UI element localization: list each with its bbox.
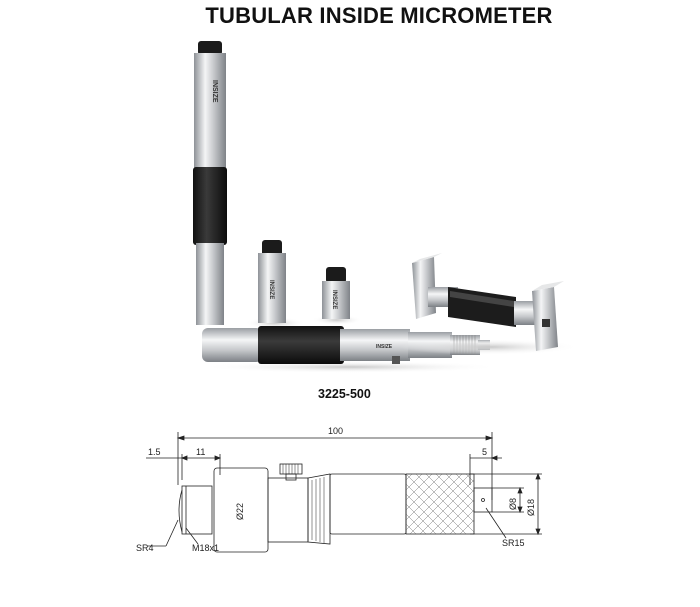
svg-text:INSIZE: INSIZE	[268, 280, 274, 299]
extension-rod-long: INSIZE	[193, 41, 227, 325]
dim-thimble-diameter: Ø18	[526, 499, 536, 516]
dim-overall-length: 100	[328, 426, 343, 436]
dim-left-radius: SR4	[136, 543, 154, 553]
dim-tip-diameter: Ø8	[508, 498, 518, 510]
product-photo: INSIZE INSIZE INSIZE INSIZE	[193, 41, 580, 373]
extension-rod-short: INSIZE	[312, 267, 362, 325]
model-number: 3225-500	[318, 387, 371, 401]
dim-head-length: 11	[196, 447, 205, 457]
dim-thread: M18x1	[192, 543, 219, 553]
page-title: TUBULAR INSIDE MICROMETER	[205, 3, 553, 28]
dim-left-offset: 1.5	[148, 447, 161, 457]
jaw-attachment	[400, 253, 580, 355]
svg-text:INSIZE: INSIZE	[331, 290, 337, 309]
dim-right-radius: SR15	[502, 538, 525, 548]
technical-drawing: 100 1.5 11 5 Ø22 Ø8 Ø18 SR4 M18x1 SR15	[136, 426, 542, 553]
dim-body-diameter: Ø22	[235, 503, 245, 520]
svg-text:INSIZE: INSIZE	[211, 80, 218, 103]
extension-rod-medium: INSIZE	[245, 240, 305, 329]
dim-right-length: 5	[482, 447, 487, 457]
svg-text:INSIZE: INSIZE	[376, 344, 393, 350]
